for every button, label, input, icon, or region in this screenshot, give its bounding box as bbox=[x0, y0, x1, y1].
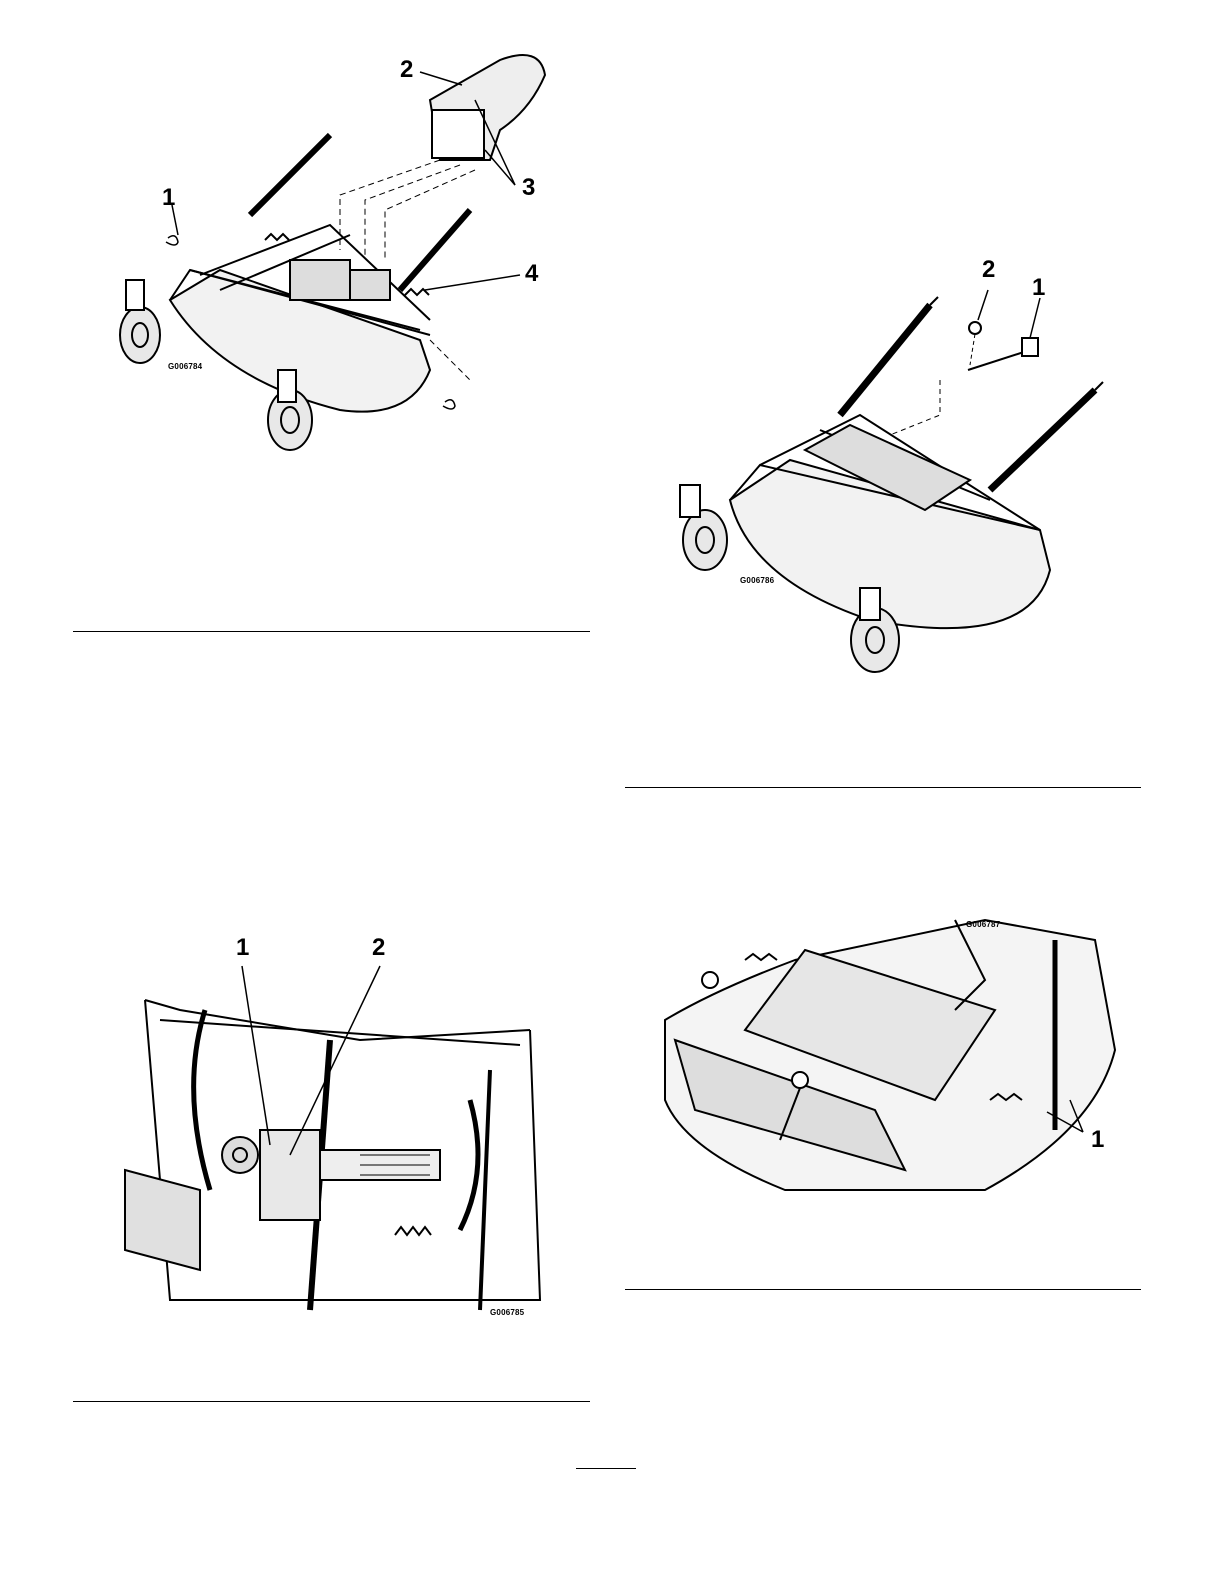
mower-deck-linkage-illustration bbox=[650, 250, 1130, 690]
callout-4: 4 bbox=[525, 262, 538, 286]
callout-1: 1 bbox=[1091, 1128, 1104, 1152]
callout-3: 3 bbox=[522, 176, 535, 200]
figure-code: G006784 bbox=[168, 362, 202, 371]
mower-deck-illustration bbox=[100, 40, 580, 460]
figure-mower-deck-chute: 1 2 3 4 G006784 bbox=[100, 40, 580, 460]
figure-code: G006785 bbox=[490, 1308, 524, 1317]
callout-1: 1 bbox=[162, 186, 175, 210]
figure-belt-cover: 1 G006787 bbox=[655, 900, 1125, 1210]
callout-1: 1 bbox=[236, 936, 249, 960]
pto-drive-illustration bbox=[110, 930, 560, 1320]
callout-2: 2 bbox=[400, 58, 413, 82]
section-divider bbox=[625, 1289, 1141, 1290]
figure-code: G006786 bbox=[740, 576, 774, 585]
figure-mower-deck-linkage: 2 1 G006786 bbox=[650, 250, 1130, 690]
figure-pto-drive: 1 2 G006785 bbox=[110, 930, 560, 1320]
callout-2: 2 bbox=[372, 936, 385, 960]
section-divider bbox=[625, 787, 1141, 788]
belt-cover-illustration bbox=[655, 900, 1125, 1210]
section-divider bbox=[73, 631, 590, 632]
callout-1: 1 bbox=[1032, 276, 1045, 300]
section-divider bbox=[73, 1401, 590, 1402]
page-number-rule bbox=[576, 1468, 636, 1469]
figure-code: G006787 bbox=[966, 920, 1000, 929]
callout-2: 2 bbox=[982, 258, 995, 282]
